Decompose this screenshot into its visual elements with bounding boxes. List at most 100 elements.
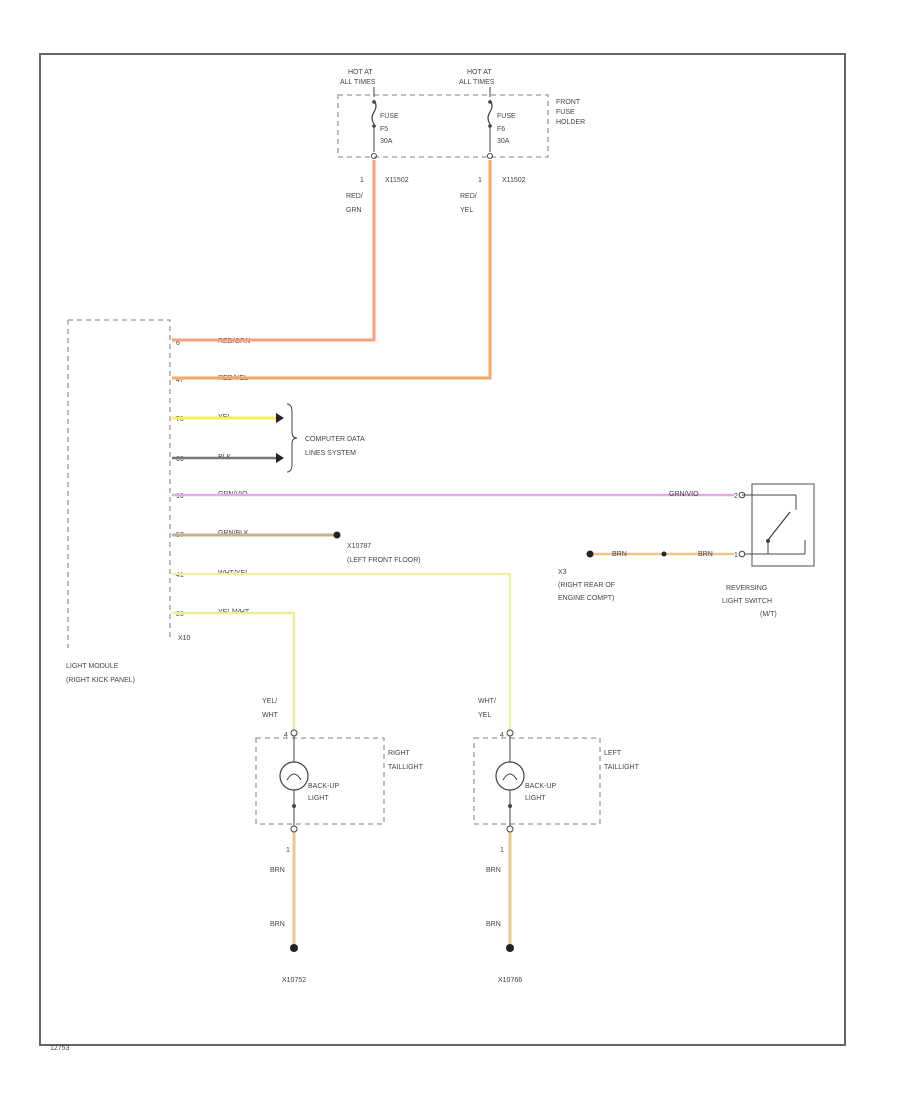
switch-ground-wire-2: BRN	[612, 551, 627, 558]
switch-ground-label-2: (RIGHT REAR OF	[558, 582, 615, 589]
ground-dot-icon	[333, 531, 341, 539]
reversing-light-switch: GRN/VIO 2 1 BRN BRN X3 (RIGHT REAR OF EN…	[558, 483, 815, 618]
fuse2-line-3: 30A	[497, 138, 510, 145]
ground-x10787-location: (LEFT FRONT FLOOR)	[347, 557, 421, 564]
left-taillight-lamp-1: BACK-UP	[525, 783, 556, 790]
fuse2-symbol	[487, 99, 493, 125]
fuse-f5: HOT AT ALL TIMES FUSE F5 30A 1 X11502 RE…	[340, 69, 409, 214]
fuse-holder-outline	[337, 94, 549, 158]
right-taillight-label-2: TAILLIGHT	[388, 764, 424, 771]
pin-label: 10	[176, 493, 184, 500]
light-module-label-2: (RIGHT KICK PANEL)	[66, 677, 135, 684]
pin-label: 47	[176, 377, 184, 384]
data-lines-bracket	[286, 403, 298, 473]
right-taillight-pin-bottom: 1	[286, 847, 290, 854]
fuse2-hot-line-1: HOT AT	[467, 69, 492, 76]
arrow-icon	[276, 453, 284, 463]
pin-label: 26	[176, 611, 184, 618]
fuse2-terminal	[487, 153, 493, 159]
data-lines: COMPUTER DATA LINES SYSTEM	[276, 403, 365, 473]
fuse1-wire-tag-2: GRN	[346, 207, 362, 214]
pin-label: 41	[176, 572, 184, 579]
left-taillight-label-2: TAILLIGHT	[604, 764, 640, 771]
right-taillight-pin-top: 4	[284, 732, 288, 739]
right-taillight-outline	[255, 737, 385, 825]
fuse1-pin: 1	[360, 177, 364, 184]
fuse-holder-label-2: FUSE	[556, 109, 575, 116]
fuse2-wire-tag-1: RED/	[460, 193, 477, 200]
fuse2-wire-tag-2: YEL	[460, 207, 473, 214]
left-taillight-ground-wire-1: BRN	[486, 867, 501, 874]
pin-label: 69	[176, 456, 184, 463]
fuse1-hot-line-1: HOT AT	[348, 69, 373, 76]
light-module-pins: 6 RED/GRN 47 RED/YEL 70 YEL 69 BLK 10 GR…	[176, 338, 250, 618]
left-taillight-outline	[473, 737, 601, 825]
arrow-icon	[276, 413, 284, 423]
ground-dot-icon	[506, 944, 514, 952]
fuse-holder-label-3: HOLDER	[556, 119, 585, 126]
switch-pin-bottom: 1	[734, 552, 738, 559]
fuse1-hot-line-2: ALL TIMES	[340, 79, 376, 86]
switch-wire-in-label: GRN/VIO	[669, 491, 699, 498]
fuse1-terminal	[371, 153, 377, 159]
fuse2-connector: X11502	[502, 177, 526, 184]
left-taillight: WHT/ YEL 4 BACK-UP LIGHT LEFT TAILLIGHT …	[473, 698, 640, 984]
left-taillight-pin-bottom: 1	[500, 847, 504, 854]
right-taillight-lamp-2: LIGHT	[308, 795, 329, 802]
light-module-outline-top-right	[68, 319, 171, 640]
right-taillight-ground-wire-2: BRN	[270, 921, 285, 928]
left-taillight-ground-id: X10766	[498, 977, 522, 984]
ground-x10787: X10787 (LEFT FRONT FLOOR)	[333, 531, 421, 564]
right-taillight-ground-wire-1: BRN	[270, 867, 285, 874]
figure-id: 12753	[50, 1045, 70, 1052]
front-fuse-holder: FRONT FUSE HOLDER	[337, 94, 585, 158]
switch-pin-top: 2	[734, 493, 738, 500]
switch-blade-icon	[767, 511, 791, 541]
fuse1-line-2: F5	[380, 126, 388, 133]
wire-yel-wht	[172, 611, 296, 730]
light-module-label-1: LIGHT MODULE	[66, 663, 119, 670]
left-taillight-pin-top: 4	[500, 732, 504, 739]
switch-ground-label-3: ENGINE COMPT)	[558, 595, 614, 602]
fuse1-symbol	[371, 99, 377, 125]
diagram-frame	[39, 53, 846, 1046]
switch-label-1: REVERSING	[726, 585, 767, 592]
data-lines-label-2: LINES SYSTEM	[305, 450, 356, 457]
left-taillight-ground-wire-2: BRN	[486, 921, 501, 928]
fuse2-line-2: F6	[497, 126, 505, 133]
fuse2-hot-line-2: ALL TIMES	[459, 79, 495, 86]
wires	[172, 160, 734, 944]
fuse1-wire-tag-1: RED/	[346, 193, 363, 200]
fuse-f6: HOT AT ALL TIMES FUSE F6 30A 1 X11502 RE…	[459, 69, 526, 214]
right-taillight-lamp-1: BACK-UP	[308, 783, 339, 790]
wire-red-yel	[172, 160, 492, 380]
switch-ground-label-1: X3	[558, 569, 567, 576]
fuse1-line-1: FUSE	[380, 113, 399, 120]
light-module-connector: X10	[178, 635, 191, 642]
switch-box	[751, 483, 815, 567]
left-taillight-lamp-2: LIGHT	[525, 795, 546, 802]
bulb-icon	[279, 761, 309, 791]
left-taillight-wire-tag-2: YEL	[478, 712, 491, 719]
wire-wht-yel	[172, 572, 512, 730]
switch-label-2: LIGHT SWITCH	[722, 598, 772, 605]
ground-dot-icon	[586, 550, 594, 558]
bulb-icon	[495, 761, 525, 791]
fuse-holder-label-1: FRONT	[556, 99, 581, 106]
right-taillight-ground-id: X10752	[282, 977, 306, 984]
right-taillight-label-1: RIGHT	[388, 750, 411, 757]
wire-red-grn	[172, 160, 376, 342]
data-lines-label-1: COMPUTER DATA	[305, 436, 365, 443]
right-taillight: YEL/ WHT 4 BACK-UP LIGHT RIGHT TAILLIGHT…	[255, 698, 424, 984]
pin-label: 6	[176, 340, 180, 347]
left-taillight-wire-tag-1: WHT/	[478, 698, 496, 705]
light-module: X10 LIGHT MODULE (RIGHT KICK PANEL)	[66, 319, 191, 684]
left-taillight-label-1: LEFT	[604, 750, 622, 757]
switch-label-3: (M/T)	[760, 611, 777, 618]
switch-ground-wire-1: BRN	[698, 551, 713, 558]
fuse1-connector: X11502	[385, 177, 409, 184]
fuse2-pin: 1	[478, 177, 482, 184]
ground-x10787-id: X10787	[347, 543, 371, 550]
fuse1-line-3: 30A	[380, 138, 393, 145]
